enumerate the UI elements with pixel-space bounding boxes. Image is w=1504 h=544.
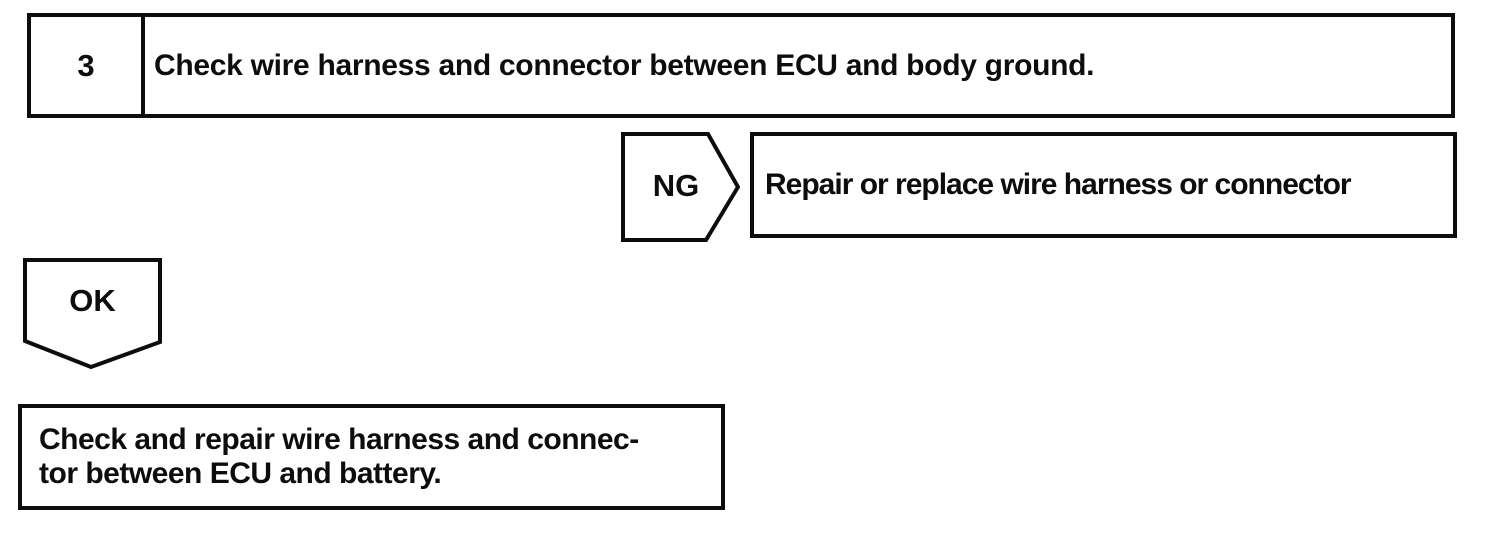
- ok-label: OK: [69, 283, 116, 318]
- ok-pentagon-shape: [23, 258, 162, 370]
- step-instruction: Check wire harness and connector between…: [154, 48, 1095, 82]
- ok-action-line2: tor between ECU and battery.: [39, 457, 442, 490]
- step-number: 3: [31, 17, 145, 114]
- ok-action-box: Check and repair wire harness and connec…: [18, 404, 725, 510]
- ng-action-box: Repair or replace wire harness or connec…: [750, 132, 1457, 238]
- ng-label: NG: [652, 168, 700, 203]
- step-header-box: 3 Check wire harness and connector betwe…: [27, 13, 1455, 118]
- ng-pentagon-shape: [621, 132, 740, 242]
- ok-action-line1: Check and repair wire harness and connec…: [39, 423, 639, 456]
- ng-action-text: Repair or replace wire harness or connec…: [765, 168, 1352, 201]
